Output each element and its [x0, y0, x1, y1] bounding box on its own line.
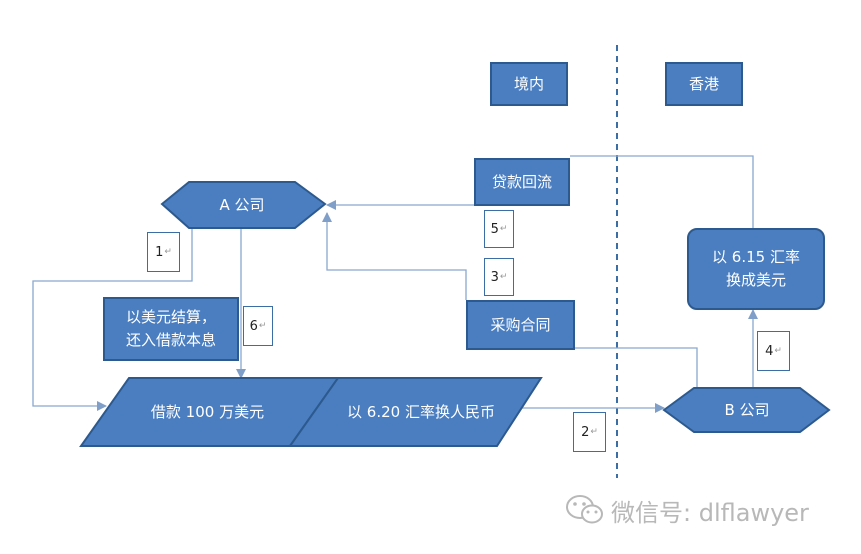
region-domestic: 境内 [490, 62, 568, 106]
step-5-label: 5 [490, 221, 499, 237]
step-6-marker: 6↵ [243, 306, 273, 346]
step-2-marker: 2↵ [573, 412, 606, 452]
settle-usd-box: 以美元结算，还入借款本息 [103, 297, 239, 361]
return-mark-icon: ↵ [590, 427, 598, 437]
return-mark-icon: ↵ [164, 247, 172, 257]
connector-purchase-to-a [322, 212, 467, 300]
convert-usd-box: 以 6.15 汇率换成美元 [687, 228, 825, 310]
step-6-label: 6 [249, 318, 258, 334]
return-mark-icon: ↵ [258, 321, 267, 331]
return-mark-icon: ↵ [499, 272, 508, 282]
connector-usd-to-backflow [570, 155, 754, 228]
step-1-label: 1 [155, 244, 164, 260]
convert-rmb-shape [288, 377, 543, 447]
region-hongkong: 香港 [665, 62, 743, 106]
step-1-marker: 1↵ [147, 232, 180, 272]
connector-a-to-borrow [32, 228, 193, 411]
step-3-marker: 3↵ [484, 258, 514, 296]
step-5-marker: 5↵ [484, 210, 514, 248]
step-3-label: 3 [490, 269, 499, 285]
step-2-label: 2 [581, 424, 590, 440]
purchase-contract-box: 采购合同 [466, 300, 575, 350]
return-mark-icon: ↵ [499, 224, 508, 234]
connector-purchase-to-b [575, 347, 698, 388]
step-4-marker: 4↵ [757, 331, 790, 371]
wechat-icon [566, 495, 603, 524]
watermark-text: 微信号: dlflawyer [611, 498, 809, 527]
return-mark-icon: ↵ [774, 346, 782, 356]
watermark: 微信号: dlflawyer [565, 490, 809, 530]
loan-backflow-box: 贷款回流 [474, 158, 570, 206]
company-a-shape [160, 181, 327, 229]
company-b-shape [662, 387, 831, 433]
step-4-label: 4 [765, 343, 774, 359]
